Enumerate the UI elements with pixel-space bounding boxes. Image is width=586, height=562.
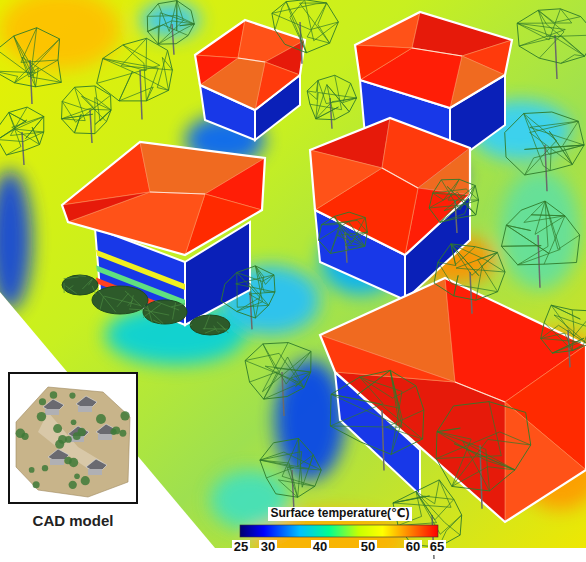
roof-ridge	[412, 48, 462, 56]
tree	[221, 266, 275, 329]
tree	[272, 0, 338, 64]
tree	[245, 343, 311, 416]
colorbar-tick: 30	[259, 540, 277, 555]
shrub	[62, 275, 98, 295]
tree	[505, 112, 584, 191]
house	[320, 278, 586, 522]
tree	[0, 28, 61, 104]
shrub	[92, 286, 148, 314]
roof-facet	[320, 278, 455, 382]
tree	[0, 107, 44, 165]
tree	[147, 1, 194, 55]
tree	[501, 201, 579, 288]
house	[62, 142, 265, 325]
roof-edge	[310, 118, 470, 255]
roof-ridge	[455, 382, 505, 402]
tree	[434, 244, 505, 314]
colorbar-tick: 60	[404, 540, 422, 555]
tree	[318, 212, 367, 263]
cad-thumbnail	[8, 372, 138, 504]
roof-facet	[418, 148, 470, 195]
tree	[330, 370, 424, 470]
roof-edge	[195, 20, 305, 110]
colorbar-tick: 40	[311, 540, 329, 555]
shrub	[143, 300, 187, 324]
tree	[307, 75, 356, 129]
tree	[541, 305, 586, 367]
roof-facet	[62, 192, 150, 222]
roof-ridge	[382, 168, 418, 188]
tree	[517, 9, 586, 79]
shrub	[190, 315, 230, 335]
roof-facet	[320, 335, 455, 382]
roof-edge	[320, 278, 586, 522]
roof-facet	[355, 45, 412, 80]
tree	[429, 179, 478, 233]
colorbar-tick: 25	[232, 540, 250, 555]
tree	[62, 86, 112, 143]
inset-frame: CAD model	[8, 372, 138, 529]
colorbar-title: Surface temperature(℃)	[268, 507, 411, 521]
roof-edge	[355, 12, 512, 108]
roof-ridge	[150, 192, 205, 194]
colorbar-tick: 65	[428, 540, 446, 555]
building-group	[62, 12, 586, 522]
roof-facet	[195, 55, 238, 85]
tree	[260, 438, 321, 511]
tree	[436, 402, 531, 509]
roof-ridge	[238, 58, 265, 62]
roof-facet	[505, 402, 586, 522]
roof-edge	[62, 142, 265, 255]
inset-caption: CAD model	[8, 512, 138, 529]
roof-facet	[310, 150, 382, 210]
house	[195, 20, 305, 140]
colorbar-tick: 50	[359, 540, 377, 555]
colorbar	[240, 525, 438, 537]
